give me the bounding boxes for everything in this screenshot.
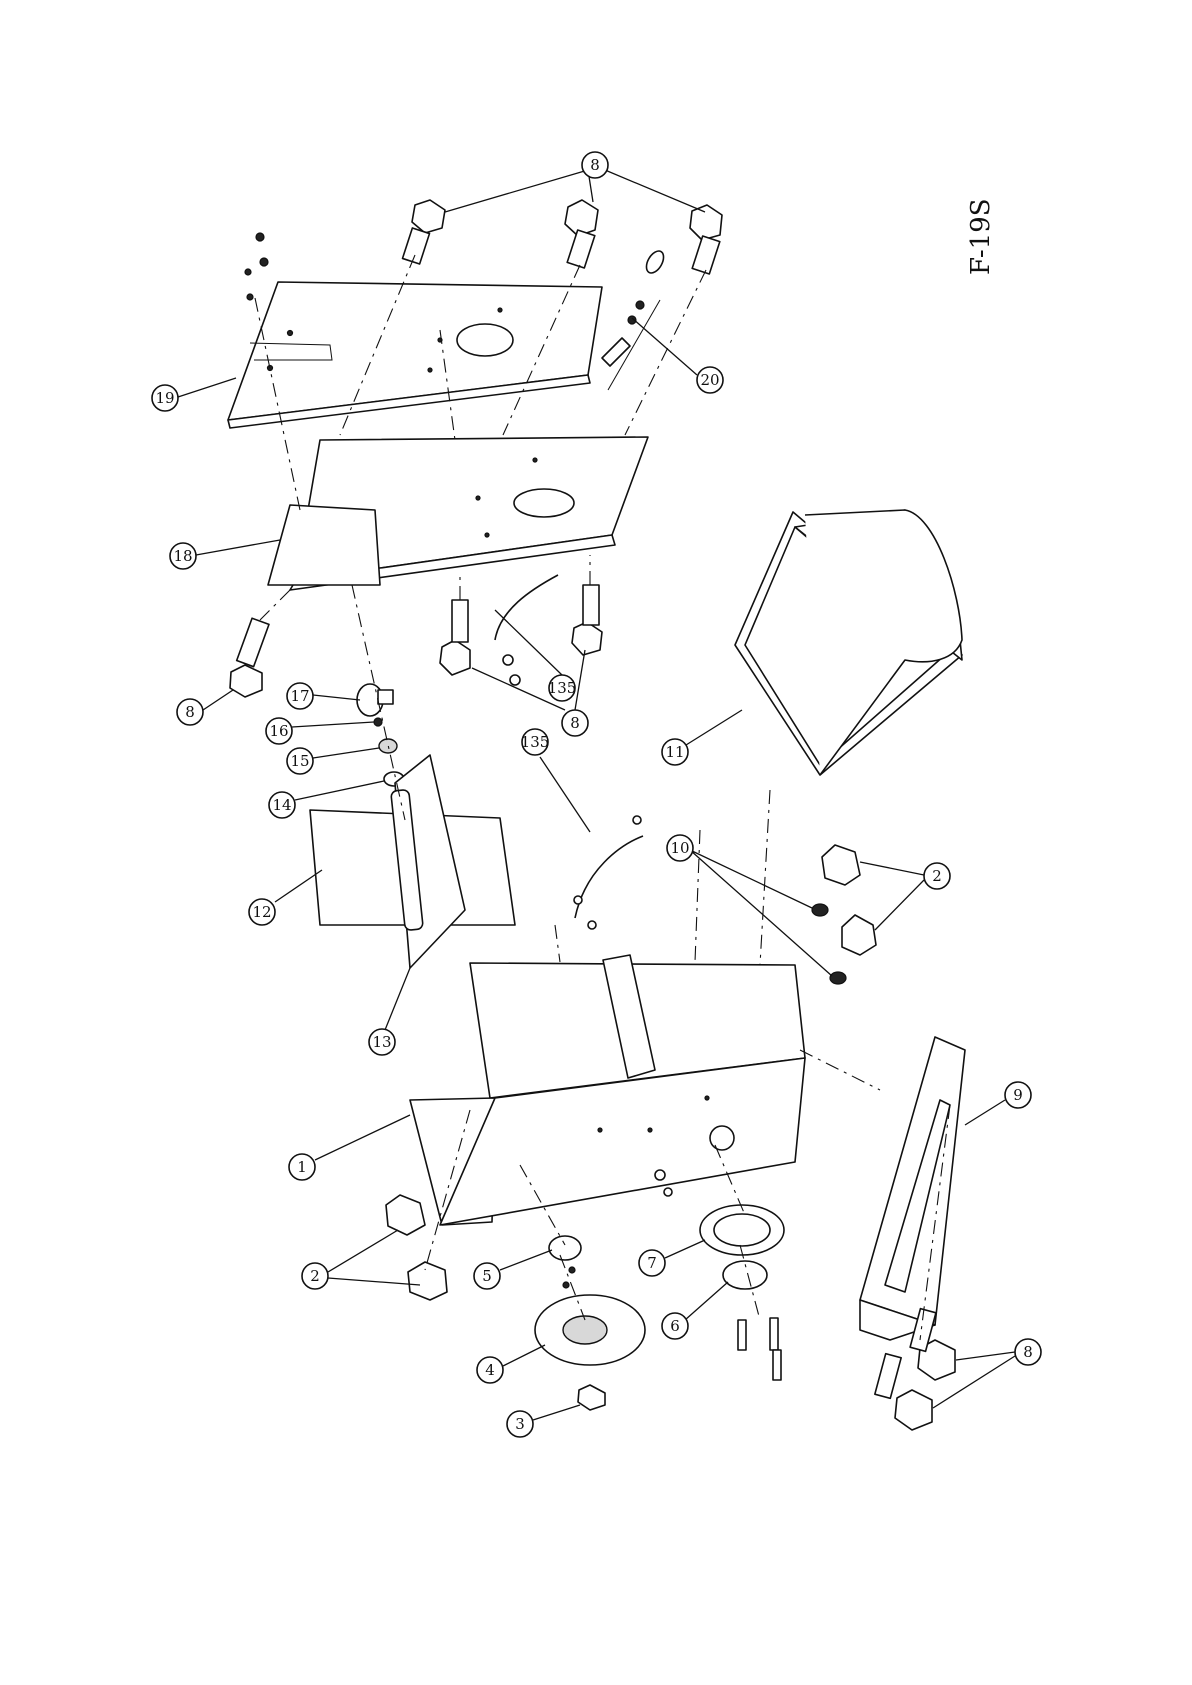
svg-text:8: 8 xyxy=(185,703,195,721)
callout-18: 18 xyxy=(170,540,280,569)
svg-text:19: 19 xyxy=(155,389,174,407)
svg-text:2: 2 xyxy=(932,867,942,885)
part-135-cable-lower xyxy=(575,836,643,918)
part-19-top-plate xyxy=(228,282,602,428)
callout-15: 15 xyxy=(287,748,379,774)
callout-10: 10 xyxy=(667,835,832,976)
svg-text:8: 8 xyxy=(570,714,580,732)
part-7-housing xyxy=(700,1205,784,1255)
callout-7: 7 xyxy=(639,1240,705,1276)
svg-text:1: 1 xyxy=(297,1158,307,1176)
star-knob-icon xyxy=(230,618,269,697)
svg-text:11: 11 xyxy=(665,743,684,761)
callout-2-right: 2 xyxy=(860,862,950,930)
model-label: F-19S xyxy=(958,195,1018,285)
svg-text:5: 5 xyxy=(482,1267,492,1285)
part-3-knob-icon xyxy=(578,1385,605,1410)
svg-text:15: 15 xyxy=(290,752,309,770)
svg-text:13: 13 xyxy=(372,1033,391,1051)
callout-12: 12 xyxy=(249,870,322,925)
star-knob-icon xyxy=(440,600,470,675)
svg-text:9: 9 xyxy=(1013,1086,1023,1104)
part-11-collection-tray xyxy=(735,510,962,775)
part-15-washer xyxy=(379,739,397,753)
part-5-cam xyxy=(549,1236,581,1260)
part-4-pulley xyxy=(535,1295,645,1365)
callout-135-lower: 135 xyxy=(521,729,590,832)
part-10-washer xyxy=(812,904,828,916)
svg-text:6: 6 xyxy=(670,1317,680,1335)
part-2-knob-icon xyxy=(408,1262,447,1300)
callout-17: 17 xyxy=(287,683,360,709)
callout-19: 19 xyxy=(152,378,236,411)
part-2-knob-icon xyxy=(842,915,876,955)
svg-text:3: 3 xyxy=(515,1415,525,1433)
callout-1: 1 xyxy=(289,1115,410,1180)
part-9-base-frame xyxy=(860,1037,965,1340)
callout-9: 9 xyxy=(965,1082,1031,1125)
screws-top xyxy=(245,233,268,300)
svg-text:20: 20 xyxy=(700,371,719,389)
svg-text:135: 135 xyxy=(521,733,550,751)
model-label-text: F-19S xyxy=(966,198,996,275)
svg-text:8: 8 xyxy=(590,156,600,174)
callout-5: 5 xyxy=(474,1250,552,1289)
callout-3: 3 xyxy=(507,1405,580,1437)
svg-text:12: 12 xyxy=(252,903,271,921)
part-135-cable-upper xyxy=(495,575,558,640)
svg-text:14: 14 xyxy=(272,796,291,814)
svg-text:135: 135 xyxy=(548,679,577,697)
star-knob-icon xyxy=(572,585,602,655)
svg-text:2: 2 xyxy=(310,1267,320,1285)
callout-8-left: 8 xyxy=(177,690,233,725)
callout-6: 6 xyxy=(662,1282,728,1339)
part-10-washer xyxy=(830,972,846,984)
part-12-blade-guard xyxy=(310,755,515,968)
svg-text:4: 4 xyxy=(485,1361,495,1379)
star-knob-icon xyxy=(690,205,722,274)
svg-text:7: 7 xyxy=(647,1254,657,1272)
callout-11: 11 xyxy=(662,710,742,765)
part-1-main-body xyxy=(410,955,805,1225)
svg-text:8: 8 xyxy=(1023,1343,1033,1361)
star-knob-icon xyxy=(565,200,598,268)
part-18-side-plate xyxy=(268,437,648,590)
svg-text:17: 17 xyxy=(290,687,309,705)
svg-text:18: 18 xyxy=(173,547,192,565)
callout-4: 4 xyxy=(477,1345,545,1383)
star-knob-icon xyxy=(910,1309,955,1380)
svg-text:10: 10 xyxy=(670,839,689,857)
part-2-knob-icon xyxy=(822,845,860,885)
svg-text:16: 16 xyxy=(269,722,288,740)
part-2-knob-icon xyxy=(386,1195,425,1235)
part-16-nut xyxy=(374,718,382,726)
star-knob-icon xyxy=(402,200,445,264)
part-17-bushing xyxy=(357,684,393,716)
callout-13: 13 xyxy=(369,968,410,1055)
part-20-pin-assembly xyxy=(602,248,667,390)
callout-16: 16 xyxy=(266,718,374,744)
callout-2-left: 2 xyxy=(302,1230,420,1289)
